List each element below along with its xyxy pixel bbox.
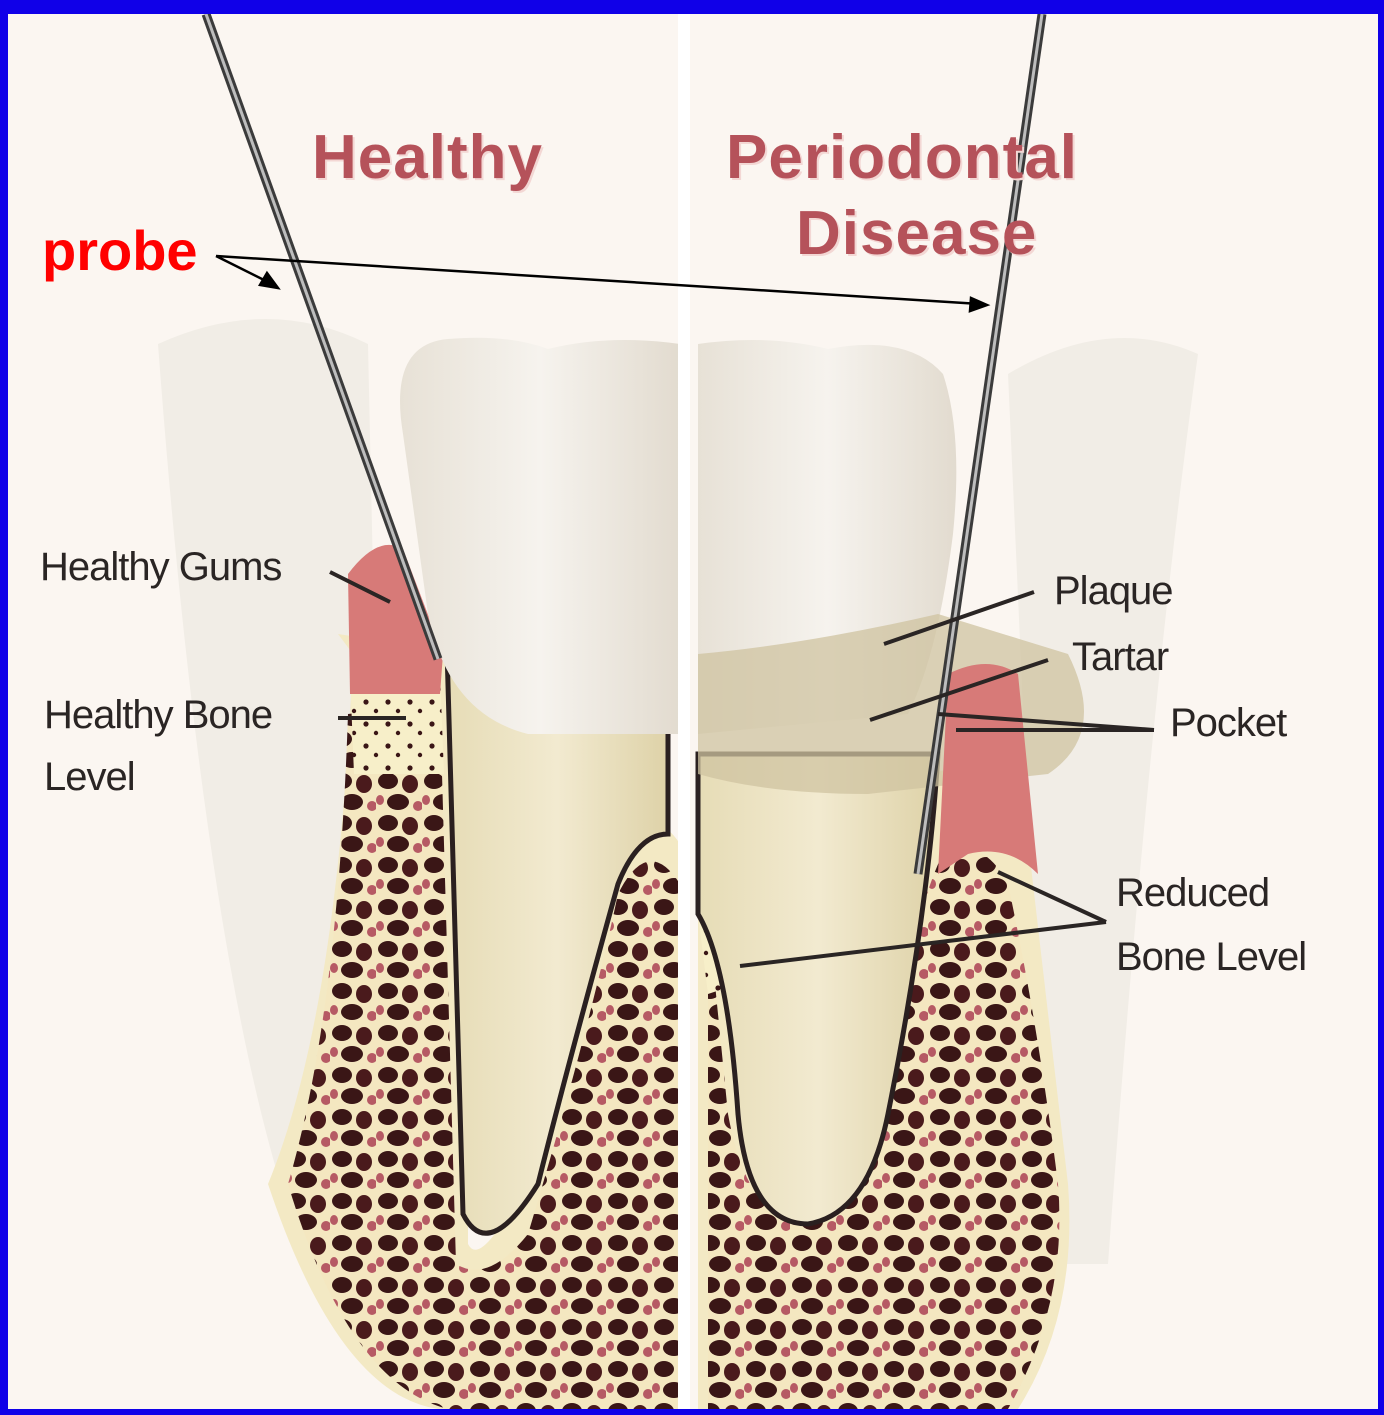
reduced-bone-label-line1: Reduced	[1116, 862, 1269, 924]
probe-callout-label: probe	[42, 218, 198, 283]
disease-title-line1: Periodontal	[726, 122, 1078, 193]
healthy-bone-label-line2: Level	[44, 746, 135, 808]
healthy-bone-label-line1: Healthy Bone	[44, 684, 272, 746]
plaque-label: Plaque	[1054, 560, 1173, 622]
disease-title-line2: Disease	[796, 198, 1037, 269]
tartar-label: Tartar	[1072, 626, 1168, 688]
healthy-gums-label: Healthy Gums	[40, 536, 281, 598]
pocket-label: Pocket	[1170, 692, 1286, 754]
reduced-bone-label-line2: Bone Level	[1116, 926, 1306, 988]
healthy-title: Healthy	[312, 122, 543, 193]
diagram-frame: Healthy Periodontal Disease probe Health…	[8, 14, 1378, 1409]
